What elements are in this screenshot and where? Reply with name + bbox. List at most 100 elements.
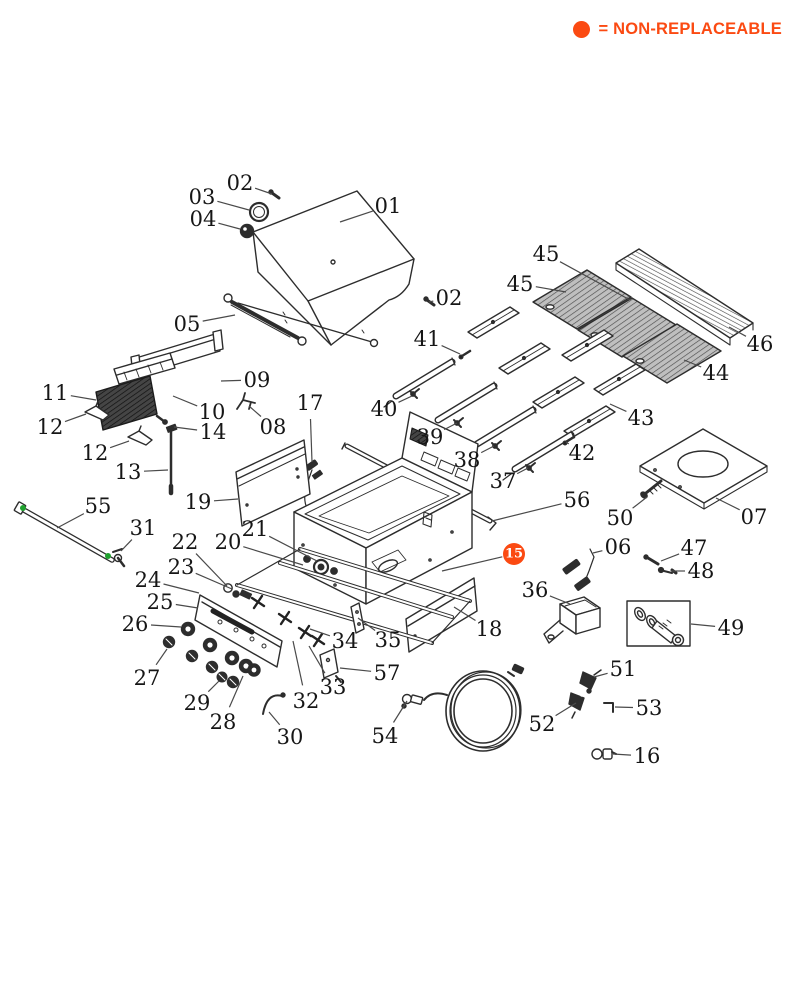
clip-51-drawing <box>579 669 602 694</box>
part-number-50: 50 <box>607 506 634 530</box>
part-callout-07: 07 <box>715 497 767 529</box>
part-callout-22: 22 <box>172 530 228 587</box>
leader-line-12-b <box>109 440 130 449</box>
part-number-54: 54 <box>372 724 399 748</box>
leader-line-30 <box>268 711 281 726</box>
part-number-29: 29 <box>184 691 211 715</box>
part-callout-18: 18 <box>453 606 503 641</box>
part-callout-16: 16 <box>612 744 661 768</box>
leader-line-57 <box>339 667 372 672</box>
part-number-53: 53 <box>636 696 663 720</box>
part-number-27: 27 <box>134 666 161 690</box>
part-number-20: 20 <box>215 530 242 554</box>
part-number-12-a: 12 <box>37 415 64 439</box>
leader-line-07 <box>715 497 740 511</box>
part-callout-54: 54 <box>372 700 408 748</box>
part-callout-27: 27 <box>134 648 168 690</box>
part-callout-43: 43 <box>609 403 654 430</box>
leader-line-36 <box>549 595 571 605</box>
part-number-13: 13 <box>115 460 142 484</box>
leader-line-27 <box>155 648 168 666</box>
leader-line-40 <box>398 395 413 403</box>
leader-line-41 <box>441 345 461 355</box>
clip-52-drawing <box>568 692 585 719</box>
part-number-23: 23 <box>168 555 195 579</box>
part-number-06: 06 <box>605 535 632 559</box>
leader-line-20 <box>243 546 304 566</box>
part-number-14: 14 <box>200 420 227 444</box>
part-callout-32: 32 <box>292 640 319 713</box>
leader-line-25 <box>175 603 199 609</box>
part-callout-04: 04 <box>190 207 241 231</box>
part-number-40: 40 <box>371 397 398 421</box>
leader-line-11 <box>70 395 97 401</box>
part-number-49: 49 <box>718 616 745 640</box>
grease-tray-drawing <box>113 352 176 385</box>
part-callout-39: 39 <box>417 422 458 449</box>
leader-line-21 <box>268 535 318 562</box>
part-number-37: 37 <box>490 469 517 493</box>
leader-line-05 <box>202 314 236 322</box>
leader-line-45-a <box>559 261 631 301</box>
part-callout-02-b: 02 <box>428 286 463 310</box>
leader-line-13 <box>143 469 169 472</box>
leader-line-08 <box>248 405 262 417</box>
part-number-02-a: 02 <box>227 171 254 195</box>
part-number-26: 26 <box>122 612 149 636</box>
part-callout-24: 24 <box>135 568 200 594</box>
igniter-wire-30-drawing <box>262 692 286 715</box>
screws-47-48-drawing <box>643 554 678 575</box>
part-callout-13: 13 <box>115 460 169 484</box>
leader-line-31 <box>120 539 133 552</box>
part-number-02-b: 02 <box>436 286 463 310</box>
part-callout-31: 31 <box>120 516 156 552</box>
part-callout-45-a: 45 <box>533 242 631 301</box>
leader-line-12-a <box>64 413 87 423</box>
part-callout-17: 17 <box>297 391 323 463</box>
leader-line-06 <box>592 550 603 554</box>
part-number-45-a: 45 <box>533 242 560 266</box>
cart-frame-rails-drawing <box>235 547 472 645</box>
fitting-16-drawing <box>591 748 617 760</box>
bracket-35-drawing <box>350 602 365 634</box>
part-number-44: 44 <box>703 361 730 385</box>
part-callout-11: 11 <box>42 381 97 405</box>
part-callout-36: 36 <box>522 578 571 605</box>
part-number-18: 18 <box>476 617 503 641</box>
leader-line-42 <box>565 441 570 445</box>
part-callout-02-a: 02 <box>227 171 273 195</box>
part-number-30: 30 <box>277 725 304 749</box>
manifold-pipe-55-drawing <box>13 501 115 563</box>
part-number-16: 16 <box>634 744 661 768</box>
leader-line-39 <box>443 422 458 431</box>
part-number-34: 34 <box>332 629 359 653</box>
part-callout-56: 56 <box>491 488 590 522</box>
side-panel-19-drawing <box>235 439 311 527</box>
leader-line-51 <box>593 672 608 678</box>
leader-line-55 <box>56 513 85 529</box>
part-number-09: 09 <box>244 368 271 392</box>
part-callout-26: 26 <box>122 612 182 636</box>
part-callout-05: 05 <box>174 312 236 336</box>
part-callout-42: 42 <box>565 441 595 465</box>
hook-53-drawing <box>603 702 614 713</box>
non-replaceable-dot-icon <box>573 21 591 38</box>
part-callout-29: 29 <box>184 680 220 715</box>
part-number-05: 05 <box>174 312 201 336</box>
grease-cup-36-drawing <box>543 596 601 644</box>
leader-line-35 <box>357 617 376 631</box>
leader-line-26 <box>150 624 182 628</box>
part-number-51: 51 <box>610 657 637 681</box>
part-callout-03: 03 <box>189 185 250 211</box>
leader-line-18 <box>453 606 476 622</box>
part-number-52: 52 <box>529 712 556 736</box>
part-number-48: 48 <box>688 559 715 583</box>
leader-line-45-b <box>535 286 567 293</box>
part-callout-35: 35 <box>357 617 401 652</box>
part-number-04: 04 <box>190 207 217 231</box>
part-callout-40: 40 <box>371 395 413 421</box>
part-number-41: 41 <box>414 327 441 351</box>
leader-line-38 <box>480 445 495 454</box>
part-number-45-b: 45 <box>507 272 534 296</box>
leader-line-01 <box>339 210 373 223</box>
